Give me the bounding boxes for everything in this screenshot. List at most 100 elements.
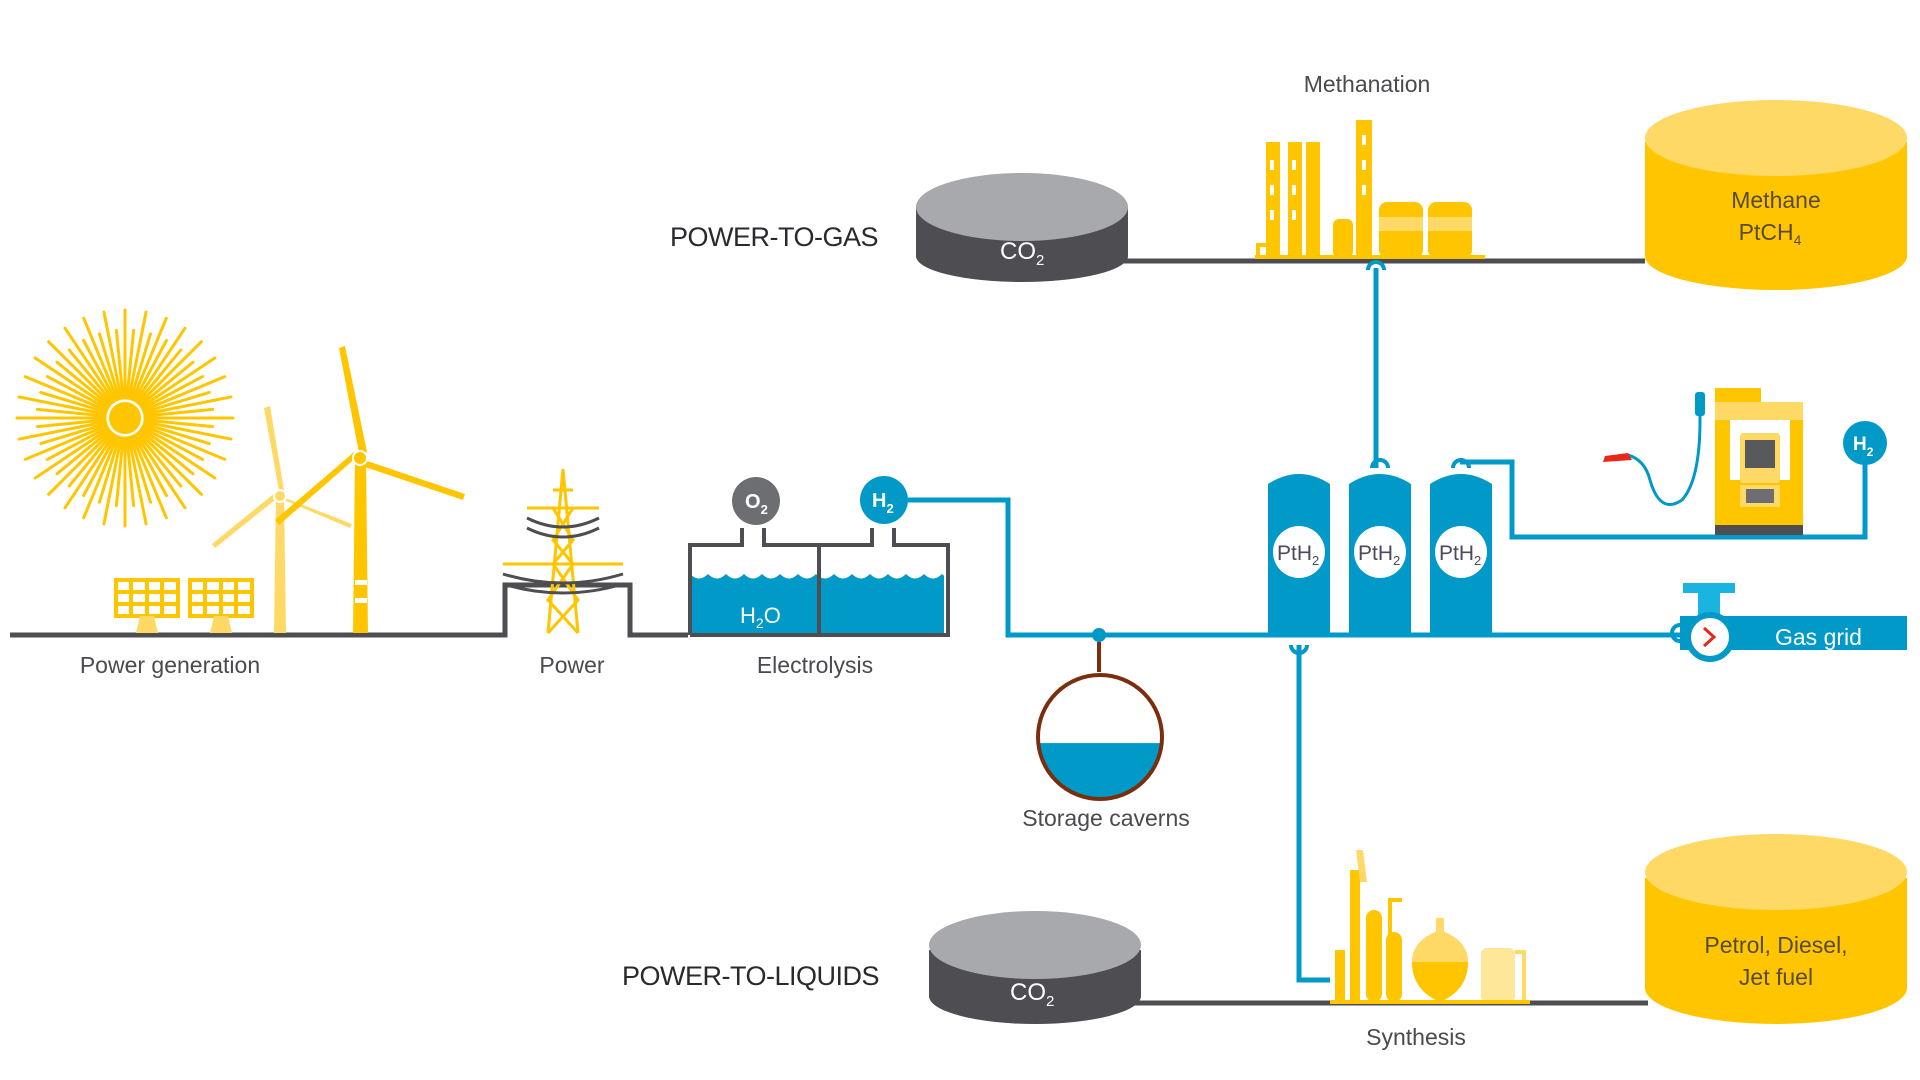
- storage-cavern-icon: [1036, 642, 1164, 801]
- sun-ray: [132, 338, 168, 402]
- water-label: H2O: [740, 603, 781, 631]
- sun-ray: [47, 340, 113, 406]
- oxygen-bubble: O2: [732, 477, 780, 525]
- synthesis-plant-icon: [1330, 850, 1530, 1004]
- hydrogen-bubble-station: H2: [1843, 421, 1887, 465]
- svg-text:O2: O2: [745, 491, 768, 517]
- sun-ray: [102, 310, 123, 400]
- sun-ray: [67, 348, 114, 405]
- junction-loop-synthesis: [1289, 644, 1309, 655]
- sun-ray: [45, 425, 109, 461]
- hydrogen-fuel-station-icon: [1603, 388, 1803, 535]
- hydrogen-bubble-electrolysis: H2: [860, 476, 908, 524]
- sun-ray: [143, 407, 215, 418]
- sun-ray: [67, 431, 114, 488]
- sun-ray: [136, 431, 183, 488]
- sun-ray: [17, 395, 107, 416]
- sun-ray: [129, 435, 153, 504]
- fuels-tank: Petrol, Diesel, Jet fuel: [1645, 834, 1907, 1024]
- sun-ray: [131, 434, 168, 520]
- svg-text:PtCH4: PtCH4: [1739, 219, 1802, 248]
- sun-ray: [129, 332, 153, 401]
- power-cables: [502, 516, 624, 595]
- sun-ray: [114, 436, 125, 508]
- pipe-junction: [1092, 628, 1106, 642]
- sun-ray: [39, 390, 108, 414]
- sun-ray: [137, 340, 203, 406]
- pth2-label: PtH2: [1277, 542, 1319, 568]
- label-power-generation: Power generation: [80, 652, 260, 678]
- svg-text:Jet fuel: Jet fuel: [1739, 964, 1813, 990]
- sun-ray: [141, 424, 227, 461]
- methanation-plant-icon: [1255, 120, 1485, 259]
- electrolysis-cell: [688, 528, 960, 637]
- sun-core: [109, 402, 141, 434]
- svg-text:CO2: CO2: [1010, 979, 1054, 1010]
- co2-tank-liquids: CO2: [929, 911, 1141, 1024]
- section-title-power-to-gas: POWER-TO-GAS: [670, 222, 878, 252]
- sun-ray: [97, 332, 121, 401]
- junction-loop-methanation: [1366, 260, 1386, 271]
- sun-ray: [55, 360, 112, 407]
- wind-turbine-large-icon: [275, 346, 465, 633]
- sun-ray: [140, 427, 217, 480]
- solar-panel-icon: [114, 578, 254, 633]
- sun-ray: [63, 433, 116, 510]
- sun-ray: [35, 418, 107, 429]
- sun-ray: [138, 429, 195, 476]
- sun-ray: [102, 436, 123, 526]
- svg-text:CO2: CO2: [1000, 238, 1044, 269]
- sun-ray: [125, 436, 136, 508]
- pth2-tank: PtH2: [1430, 458, 1492, 635]
- svg-text:Methane: Methane: [1731, 187, 1821, 213]
- pth2-tank: PtH2: [1349, 458, 1411, 635]
- sun-ray: [47, 430, 113, 496]
- svg-text:H2: H2: [872, 490, 894, 516]
- gauge-needle-icon: [1702, 626, 1717, 648]
- label-synthesis: Synthesis: [1366, 1024, 1466, 1050]
- co2-tank-gas: CO2: [916, 173, 1128, 282]
- label-power: Power: [539, 652, 605, 678]
- cavern-fill-level: [1039, 743, 1161, 798]
- sun-ray: [82, 316, 119, 402]
- sun-ray: [39, 422, 108, 446]
- sun-ray: [97, 435, 121, 504]
- sun-ray: [82, 434, 118, 498]
- sun-ray: [23, 375, 109, 412]
- methane-tank: Methane PtCH4: [1645, 100, 1907, 290]
- section-title-power-to-liquids: POWER-TO-LIQUIDS: [622, 961, 879, 991]
- sun-ray: [45, 375, 109, 411]
- sun-ray: [35, 407, 107, 418]
- sun-ray: [143, 395, 233, 416]
- sun-ray: [132, 434, 168, 498]
- svg-text:H2: H2: [1853, 434, 1874, 459]
- sun-ray: [17, 420, 107, 441]
- sun-ray: [55, 429, 112, 476]
- power-pylon-icon: [503, 468, 623, 635]
- sun-ray: [127, 310, 148, 400]
- svg-text:Petrol, Diesel,: Petrol, Diesel,: [1704, 932, 1847, 958]
- sun-ray: [142, 422, 211, 446]
- sun-ray: [138, 360, 195, 407]
- sun-ray: [114, 328, 125, 400]
- sun-ray: [140, 356, 217, 409]
- sun-ray: [137, 430, 203, 496]
- gas-grid-label: Gas grid: [1775, 624, 1862, 650]
- sun-ray: [23, 424, 109, 461]
- label-storage-caverns: Storage caverns: [1022, 805, 1189, 831]
- sun-ray: [82, 434, 119, 520]
- sun-ray: [134, 433, 187, 510]
- sun-ray: [134, 326, 187, 403]
- sun-ray: [141, 425, 205, 461]
- sun-ray: [82, 338, 118, 402]
- sun-ray: [136, 348, 183, 405]
- sun-ray: [141, 375, 205, 411]
- sun-ray: [141, 375, 227, 412]
- sun-icon: [15, 308, 235, 528]
- sun-ray: [142, 390, 211, 414]
- sun-ray: [63, 326, 116, 403]
- label-electrolysis: Electrolysis: [757, 652, 873, 678]
- gas-grid-pipe: [1670, 583, 1907, 662]
- sun-ray: [33, 356, 110, 409]
